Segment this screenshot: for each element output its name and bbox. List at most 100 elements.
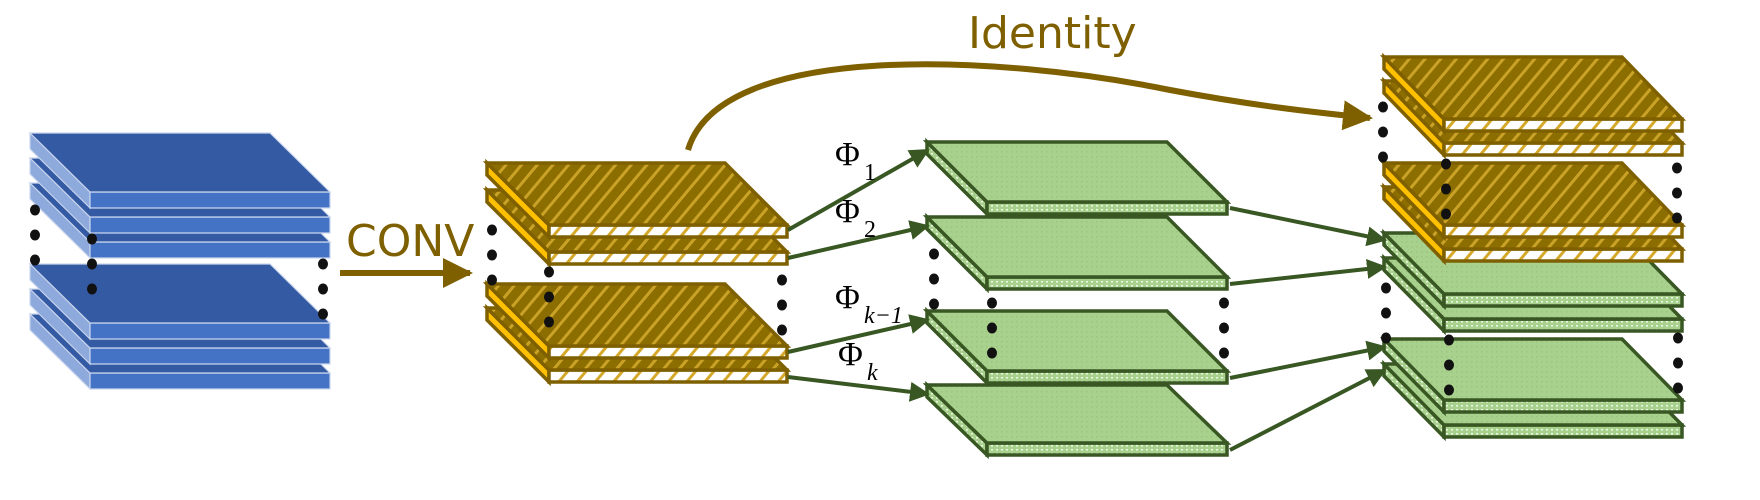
- slab-front-face: [547, 368, 789, 384]
- slab-front-face: [1442, 247, 1684, 263]
- slab-front-face: [89, 372, 331, 390]
- slab-front-face: [985, 275, 1229, 291]
- slab-front-face: [1442, 223, 1684, 239]
- slab-front-face: [89, 191, 331, 209]
- phi-1-subscript: 1: [864, 160, 876, 186]
- transformed-feature-maps: [922, 137, 1232, 460]
- ellipsis-dot: [777, 299, 787, 311]
- ellipsis-dot: [30, 229, 40, 241]
- green-slab-2: [922, 212, 1232, 294]
- phi-k-subscript: k: [867, 360, 878, 386]
- phi-2-symbol: Φ: [835, 193, 860, 230]
- slab-front-face: [985, 441, 1229, 457]
- ellipsis-dot: [30, 254, 40, 266]
- phi-k-label: Φ k: [838, 336, 878, 386]
- out-gold-slab-1: [1379, 52, 1687, 136]
- ellipsis-dot: [1381, 307, 1391, 319]
- ellipsis-dot: [1441, 208, 1451, 220]
- ellipsis-dot: [30, 204, 40, 216]
- ellipsis-dot: [1672, 212, 1682, 224]
- phi-km1-arrow: [787, 314, 930, 354]
- ellipsis-dot: [544, 316, 554, 328]
- ellipsis-dots: [30, 101, 1683, 396]
- ellipsis-dot: [1378, 101, 1388, 113]
- slab-front-face: [1442, 398, 1684, 414]
- ellipsis-dot: [1673, 382, 1683, 394]
- feature-map-stacks: [28, 52, 1687, 460]
- phi-km1-symbol: Φ: [835, 279, 860, 316]
- ellipsis-dot: [544, 266, 554, 278]
- slab-front-face: [1442, 423, 1684, 439]
- slab-top-face: [28, 132, 332, 193]
- concatenated-output: [1379, 52, 1687, 442]
- ellipsis-dot: [1219, 322, 1229, 334]
- slab-front-face: [89, 322, 331, 340]
- slab-front-face: [985, 200, 1229, 216]
- conv-label: CONV: [346, 216, 474, 267]
- ellipsis-dot: [987, 347, 997, 359]
- slab-front-face: [1442, 117, 1684, 133]
- slab-top-face: [482, 161, 792, 227]
- green-slab-1: [922, 137, 1232, 219]
- slab-top-face: [1379, 337, 1687, 402]
- ellipsis-dot: [1673, 332, 1683, 344]
- slab-front-face: [1442, 292, 1684, 308]
- blue-slab-upper-1: [28, 131, 332, 210]
- ellipsis-dot: [1441, 183, 1451, 195]
- phi-km1-label: Φ k−1: [835, 279, 903, 329]
- ellipsis-dot: [1673, 357, 1683, 369]
- ellipsis-dot: [87, 283, 97, 295]
- phi-1-symbol: Φ: [835, 136, 860, 173]
- ellipsis-dot: [777, 274, 787, 286]
- gold-slab-3: [482, 279, 792, 363]
- slab-top-face: [922, 215, 1232, 279]
- phi-2-subscript: 2: [864, 217, 876, 243]
- ellipsis-dot: [544, 291, 554, 303]
- ellipsis-dot: [1444, 384, 1454, 396]
- slab-front-face: [547, 344, 789, 360]
- merge-arrow-4: [1229, 368, 1387, 452]
- slab-front-face: [1442, 317, 1684, 333]
- merge-arrow-1: [1229, 206, 1387, 247]
- out-green-slab-3: [1379, 334, 1687, 417]
- green-slab-4: [922, 380, 1232, 460]
- phi-2-arrow: [787, 220, 930, 260]
- slab-front-face: [89, 347, 331, 365]
- ellipsis-dot: [487, 224, 497, 236]
- slab-front-face: [547, 223, 789, 239]
- gold-slab-1: [482, 158, 792, 242]
- ellipsis-dot: [1441, 158, 1451, 170]
- slab-front-face: [985, 369, 1229, 385]
- out-gold-slab-3: [1379, 158, 1687, 242]
- ellipsis-dot: [1381, 282, 1391, 294]
- phi-k-symbol: Φ: [838, 336, 863, 373]
- slab-top-face: [922, 383, 1232, 445]
- ellipsis-dot: [318, 308, 328, 320]
- ellipsis-dot: [1219, 297, 1229, 309]
- ellipsis-dot: [1444, 359, 1454, 371]
- slab-front-face: [547, 250, 789, 266]
- ellipsis-dot: [1381, 332, 1391, 344]
- slab-top-face: [1379, 161, 1687, 227]
- slab-top-face: [482, 282, 792, 348]
- phi-1-label: Φ 1: [835, 136, 876, 186]
- phi-km1-subscript: k−1: [864, 303, 903, 329]
- ellipsis-dot: [87, 258, 97, 270]
- ellipsis-dot: [777, 324, 787, 336]
- phi-2-label: Φ 2: [835, 193, 876, 243]
- slab-top-face: [28, 263, 332, 324]
- slab-front-face: [89, 216, 331, 234]
- ellipsis-dot: [318, 283, 328, 295]
- phi-arrows: [787, 148, 930, 402]
- ellipsis-dot: [929, 248, 939, 260]
- conv-output-feature-maps: [482, 158, 792, 387]
- ellipsis-dot: [1444, 334, 1454, 346]
- ellipsis-dot: [987, 322, 997, 334]
- ellipsis-dot: [487, 274, 497, 286]
- slab-top-face: [922, 309, 1232, 373]
- slab-top-face: [922, 140, 1232, 204]
- slab-front-face: [89, 241, 331, 259]
- identity-arrow: [685, 61, 1373, 151]
- ellipsis-dot: [1672, 162, 1682, 174]
